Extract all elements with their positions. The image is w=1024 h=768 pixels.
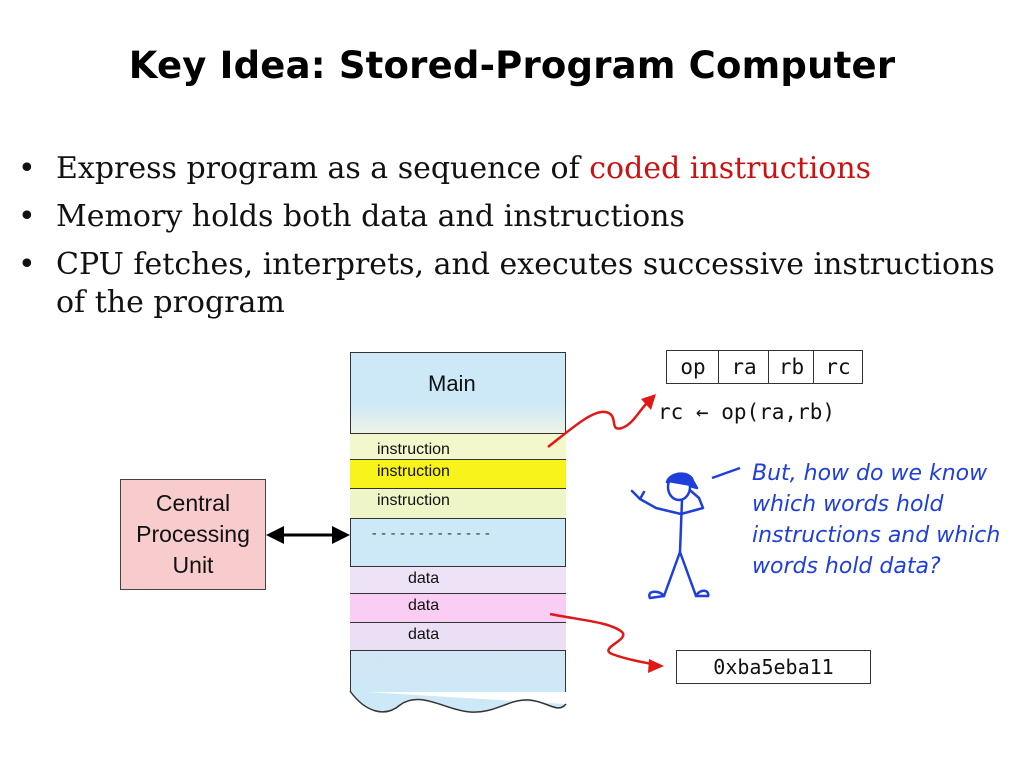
memory-row-label: instruction (377, 463, 450, 480)
bullet-item: • CPU fetches, interprets, and executes … (18, 246, 1008, 322)
bullet-list: • Express program as a sequence of coded… (18, 150, 1008, 322)
bullet-dot: • (18, 247, 36, 282)
memory-row: instruction (350, 488, 566, 518)
format-field-rc: rc (813, 350, 863, 384)
format-field-rb: rb (768, 350, 815, 384)
cpu-memory-arrow (266, 526, 350, 544)
instruction-expression: rc ← op(ra,rb) (658, 400, 836, 424)
memory-row-label: instruction (377, 441, 450, 458)
bullet-dot: • (18, 199, 36, 234)
bullet-text: CPU fetches, interprets, and executes su… (56, 247, 995, 320)
memory-row: instruction (350, 433, 566, 459)
memory-row: instruction (350, 459, 566, 488)
memory-divider (350, 518, 566, 519)
memory-row: data (350, 593, 566, 622)
slide-title: Key Idea: Stored-Program Computer (128, 44, 896, 87)
memory-divider (350, 650, 566, 651)
memory-row: data (350, 622, 566, 651)
question-text: But, how do we know which words hold ins… (752, 461, 1001, 579)
memory-row-label: data (408, 570, 440, 587)
memory-row-label: instruction (377, 492, 450, 509)
bullet-item: • Memory holds both data and instruction… (18, 198, 1008, 236)
memory-label: Main (428, 371, 476, 396)
bullet-text: Express program as a sequence of (56, 151, 590, 186)
memory-separator: ------------- (370, 526, 493, 542)
memory-torn-edge (349, 690, 567, 713)
format-field-ra: ra (718, 350, 770, 384)
memory-row: data (350, 566, 566, 593)
bullet-item: • Express program as a sequence of coded… (18, 150, 1008, 188)
data-arrow (549, 612, 664, 673)
highlight-text: coded instructions (589, 151, 872, 186)
data-value-box: 0xba5eba11 (676, 650, 871, 684)
format-field-op: op (666, 350, 720, 384)
cpu-box: Central Processing Unit (120, 479, 266, 590)
speech-dash (711, 466, 741, 480)
bullet-text: Memory holds both data and instructions (56, 199, 685, 234)
cpu-label: Central Processing Unit (136, 490, 250, 578)
bullet-dot: • (18, 151, 36, 186)
stick-figure (630, 472, 710, 600)
memory-row-label: data (408, 597, 440, 614)
memory-row-label: data (408, 626, 440, 643)
